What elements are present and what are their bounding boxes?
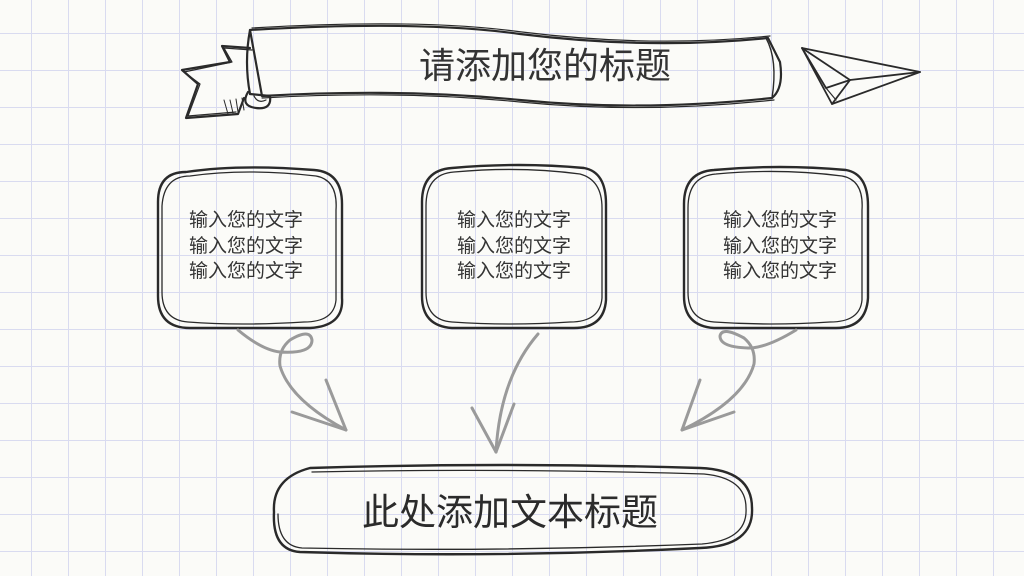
text-box-line: 输入您的文字 xyxy=(188,209,303,231)
text-box-1: 输入您的文字 输入您的文字 输入您的文字 xyxy=(156,208,336,285)
text-box-line: 输入您的文字 xyxy=(722,234,837,257)
text-box-line: 输入您的文字 xyxy=(722,209,837,231)
text-box-line: 输入您的文字 xyxy=(456,209,571,231)
bottom-title: 此处添加文本标题 xyxy=(362,491,658,534)
arrow-middle xyxy=(470,332,540,454)
box-frame-2 xyxy=(420,163,608,330)
arrow-right xyxy=(680,328,798,432)
ribbon-banner xyxy=(180,23,783,120)
text-box-3: 输入您的文字 输入您的文字 输入您的文字 xyxy=(690,208,870,285)
text-box-line: 输入您的文字 xyxy=(722,260,837,282)
box-frame-1 xyxy=(156,166,344,330)
text-box-line: 输入您的文字 xyxy=(188,234,303,257)
text-box-line: 输入您的文字 xyxy=(456,260,571,282)
arrow-left xyxy=(236,328,348,432)
page-title: 请添加您的标题 xyxy=(418,46,671,87)
text-box-2: 输入您的文字 输入您的文字 输入您的文字 xyxy=(424,208,604,285)
paper-plane-icon xyxy=(801,47,921,105)
text-box-line: 输入您的文字 xyxy=(456,234,571,257)
text-box-line: 输入您的文字 xyxy=(188,260,303,282)
box-frame-3 xyxy=(682,165,870,330)
bottom-frame xyxy=(272,463,754,556)
